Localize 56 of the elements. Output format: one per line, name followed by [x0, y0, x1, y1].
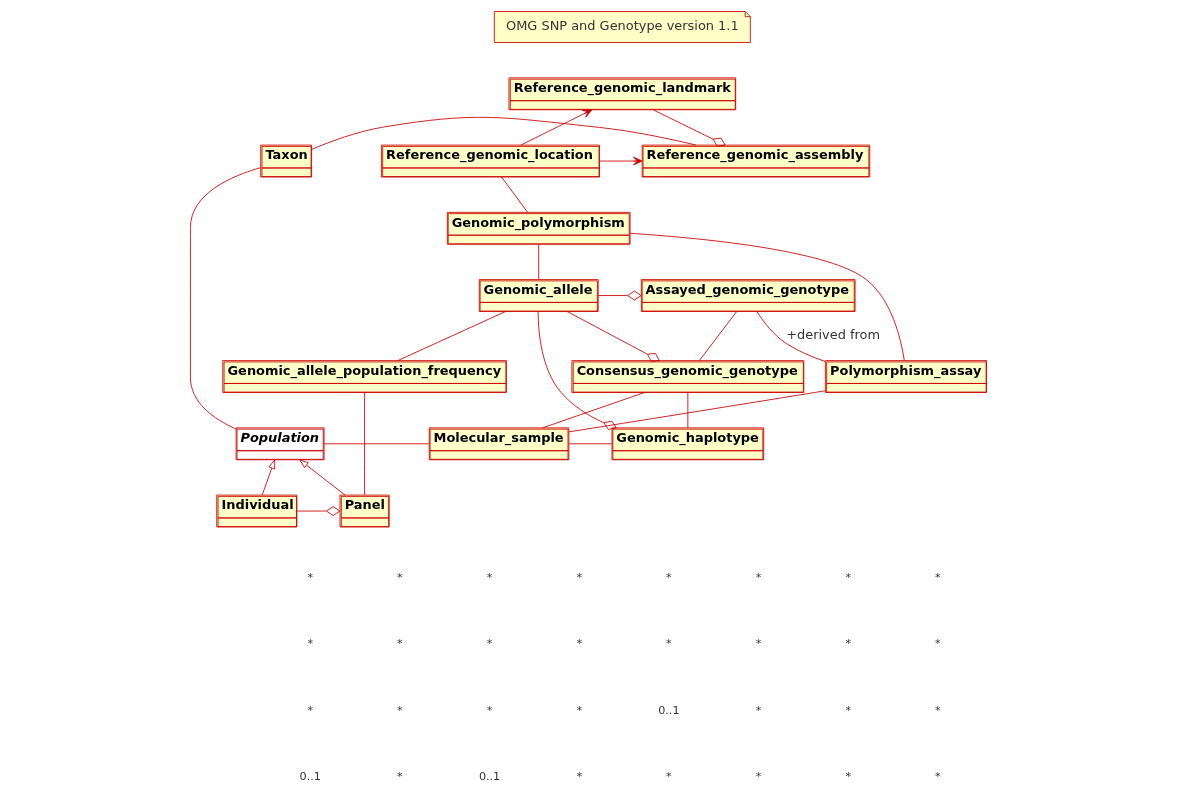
connector: [652, 109, 726, 147]
label: *: [845, 769, 851, 783]
label: *: [755, 637, 762, 651]
label: *: [576, 570, 583, 584]
connector: [568, 443, 613, 445]
label: *: [397, 637, 403, 651]
connector: [598, 290, 642, 301]
label: *: [845, 570, 851, 584]
connector: [364, 392, 365, 496]
label: *: [666, 570, 672, 584]
label: *: [755, 570, 762, 584]
connector: [687, 392, 689, 429]
connector: [699, 311, 737, 361]
connector: [190, 167, 261, 430]
label: *: [935, 637, 941, 651]
connector: [296, 506, 341, 516]
connector: [323, 443, 430, 445]
arrow: [261, 459, 276, 496]
label: *: [935, 570, 941, 584]
label: *: [486, 637, 493, 651]
label: 0..1: [478, 769, 501, 783]
connector: [537, 311, 617, 430]
connector: [542, 392, 645, 429]
connector: [568, 390, 826, 433]
label: *: [666, 769, 672, 783]
label: *: [755, 703, 762, 717]
label: *: [486, 570, 493, 584]
connector: [501, 176, 528, 213]
label: *: [486, 703, 493, 717]
arrow: [299, 459, 346, 496]
label: *: [935, 769, 941, 783]
connector: [311, 116, 697, 150]
arrow: [599, 156, 643, 166]
label: *: [576, 637, 583, 651]
label: *: [576, 703, 583, 717]
label: *: [845, 703, 851, 717]
connector: [756, 311, 826, 362]
label: 0..1: [658, 703, 680, 717]
label: *: [307, 637, 314, 651]
connector: [566, 311, 660, 362]
label: *: [666, 637, 672, 651]
label: *: [397, 570, 403, 584]
connector: [397, 311, 506, 361]
label: *: [576, 769, 583, 783]
label: *: [307, 570, 314, 584]
connector: [538, 243, 540, 280]
connector: [629, 232, 905, 361]
label: *: [397, 769, 403, 783]
label: 0..1: [299, 769, 321, 783]
label: *: [307, 703, 314, 717]
edge-label: +derived from: [786, 327, 881, 343]
label: *: [755, 769, 762, 783]
label: *: [845, 637, 851, 651]
label: *: [397, 703, 403, 717]
arrow: [520, 109, 593, 146]
label: *: [935, 703, 941, 717]
